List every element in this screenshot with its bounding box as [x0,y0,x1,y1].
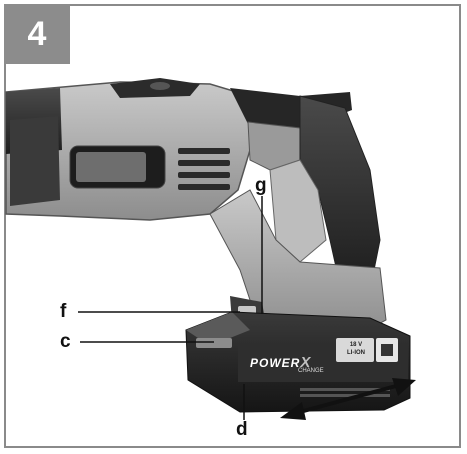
battery-sub-label: CHANGE [298,368,324,374]
battery-grip-ridges [300,388,390,397]
callout-d: d [236,419,248,440]
callout-f: f [60,301,67,322]
battery-brand-label: POWERX [250,354,311,371]
battery-pack [185,311,411,413]
battery-brand-text: POWER [250,356,301,370]
battery-spec-chemistry: LI-ION [347,350,365,356]
slide-direction-arrow [280,378,416,420]
battery-brand-x: X [300,354,312,371]
saw-body [5,78,263,221]
figure-number-badge: 4 [4,4,70,64]
callout-lines [78,196,263,420]
battery-spec-label: 18 V LI-ION [340,341,372,357]
battery-spec-voltage: 18 V [349,342,363,348]
callout-g: g [255,175,267,196]
vent-slots [178,148,230,190]
callout-c: c [60,331,71,352]
